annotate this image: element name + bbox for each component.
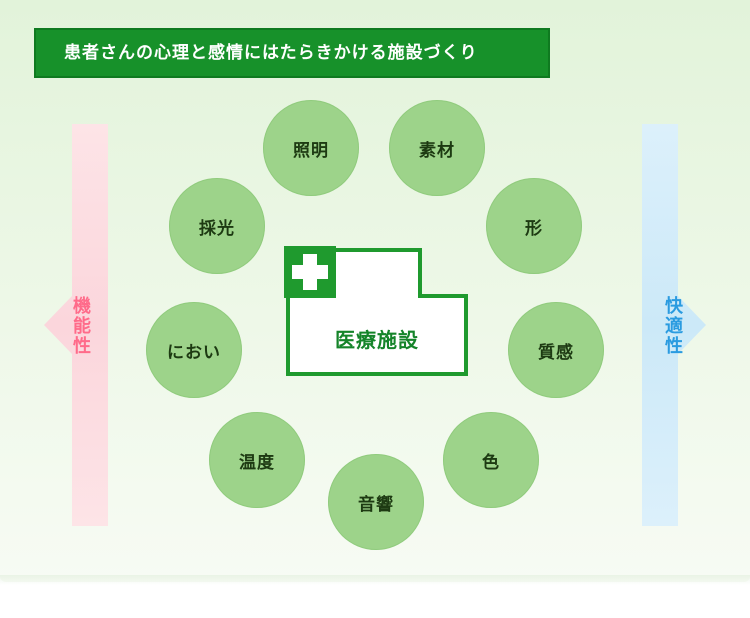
element-circle-katachi: 形 (486, 178, 582, 274)
element-circle-sozai: 素材 (389, 100, 485, 196)
element-circle-iro: 色 (443, 412, 539, 508)
panel-bottom-shadow (0, 575, 750, 585)
element-circle-shitsukan: 質感 (508, 302, 604, 398)
element-circle-onkyou: 音響 (328, 454, 424, 550)
element-circle-ondo: 温度 (209, 412, 305, 508)
center-medical-facility: 医療施設 (284, 246, 470, 378)
right-axis-label: 快適性 (662, 296, 683, 356)
element-circle-nioi: におい (146, 302, 242, 398)
diagram-title: 患者さんの心理と感情にはたらきかける施設づくり (34, 28, 550, 78)
element-circle-shoumei: 照明 (263, 100, 359, 196)
element-circle-saikou: 採光 (169, 178, 265, 274)
right-arrow-comfort (642, 124, 706, 526)
left-axis-label: 機能性 (70, 296, 91, 356)
medical-cross-icon (284, 246, 336, 298)
left-arrow-functionality (44, 124, 108, 526)
center-label: 医療施設 (335, 328, 419, 352)
